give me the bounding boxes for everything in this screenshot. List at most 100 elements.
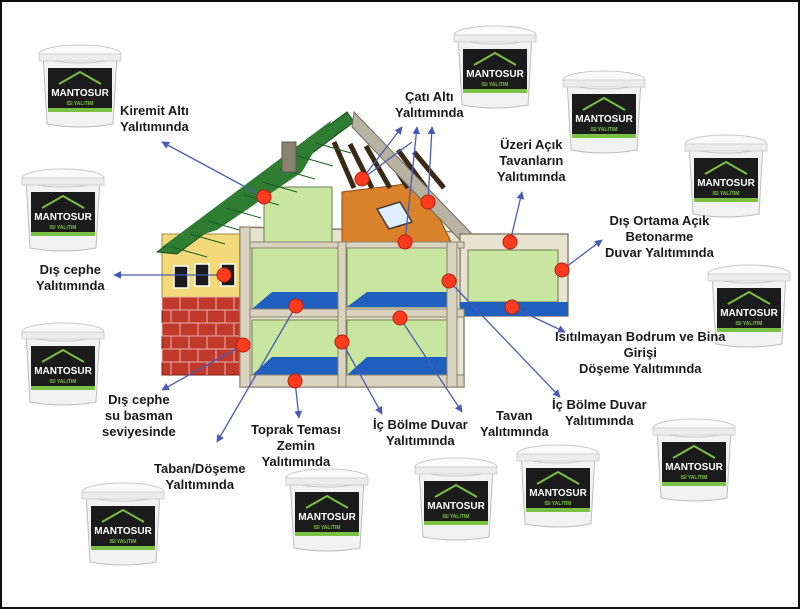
label-line: Çatı Altı <box>405 89 454 104</box>
pointer-arrow <box>361 126 403 180</box>
bucket-roof-mark <box>727 290 771 305</box>
bucket-tagline: ISI YALITIM <box>50 225 77 231</box>
bucket-tagline: ISI YALITIM <box>681 475 708 481</box>
label-line: Tavanların <box>499 153 564 168</box>
bucket-stripe <box>31 386 95 390</box>
tile-line <box>225 207 262 219</box>
bucket-stripe <box>295 532 359 536</box>
label-line: Girişi <box>623 345 657 360</box>
location-markers <box>216 171 570 389</box>
window <box>173 265 189 289</box>
tile-line <box>207 220 244 232</box>
location-marker <box>235 337 251 353</box>
location-marker <box>256 189 272 205</box>
bucket-rim <box>562 79 646 88</box>
location-marker <box>216 267 232 283</box>
bucket-tagline: ISI YALITIM <box>50 379 77 385</box>
product-bucket: MANTOSUR ISI YALITIM <box>562 70 646 154</box>
attic-wall <box>263 186 333 243</box>
location-marker <box>502 234 518 250</box>
label-line: Yalıtımında <box>395 105 464 120</box>
bucket-rim <box>516 453 600 462</box>
bucket-label <box>31 192 95 236</box>
pointer-arrow <box>427 126 436 203</box>
bucket-tagline: ISI YALITIM <box>713 191 740 197</box>
bucket-label <box>662 442 726 486</box>
bucket-stripe <box>91 546 155 550</box>
bucket-tagline: ISI YALITIM <box>482 82 509 88</box>
location-marker <box>354 171 370 187</box>
label-line: Dış Ortama Açık <box>609 213 710 228</box>
tile-line <box>189 233 226 245</box>
bucket-rim <box>453 34 537 43</box>
bucket-label <box>694 158 758 202</box>
bucket-roof-mark <box>41 348 85 363</box>
bucket-label <box>295 492 359 536</box>
bucket-label <box>572 94 636 138</box>
floor-beam <box>239 241 465 249</box>
pointer-arrow <box>341 341 383 415</box>
bucket-stripe <box>662 482 726 486</box>
pointer-arrow <box>161 141 265 198</box>
bucket-stripe <box>424 521 488 525</box>
bucket-roof-mark <box>305 494 349 509</box>
bucket-stripe <box>694 198 758 202</box>
bucket-brand: MANTOSUR <box>34 212 92 223</box>
bucket-brand: MANTOSUR <box>720 308 778 319</box>
bucket-rim <box>285 477 369 486</box>
tile-line <box>171 246 208 258</box>
bucket-brand: MANTOSUR <box>34 366 92 377</box>
bucket-roof-mark <box>536 470 580 485</box>
column <box>446 241 458 388</box>
label-line: Yalıtımında <box>386 433 455 448</box>
bucket-tagline: ISI YALITIM <box>591 127 618 133</box>
label-line: Tavan <box>496 408 533 423</box>
location-marker <box>288 298 304 314</box>
label-line: İç Bölme Duvar <box>552 397 647 412</box>
bucket-tagline: ISI YALITIM <box>443 514 470 520</box>
bucket-brand: MANTOSUR <box>575 114 633 125</box>
chimney <box>281 141 297 173</box>
bucket-tagline: ISI YALITIM <box>67 101 94 107</box>
bucket-rim <box>684 143 768 152</box>
tile-line <box>297 155 334 167</box>
rafter <box>412 150 446 190</box>
label-line: Yalıtımında <box>261 454 331 469</box>
location-marker <box>441 273 457 289</box>
pointer-arrow <box>404 126 421 243</box>
label-line: Zemin <box>276 438 316 453</box>
bucket-label <box>91 506 155 550</box>
product-bucket: MANTOSUR ISI YALITIM <box>21 168 105 252</box>
bucket-label <box>717 288 781 332</box>
bucket-label <box>424 481 488 525</box>
bucket-rim <box>21 177 105 186</box>
bucket-rim <box>38 53 122 62</box>
bucket-roof-mark <box>58 70 102 85</box>
floor-beam <box>239 308 465 318</box>
label-line: Dış cephe <box>39 262 102 277</box>
location-marker <box>287 373 303 389</box>
pointer-arrow <box>511 306 566 333</box>
label-line: Kiremit Altı <box>120 103 189 118</box>
product-bucket: MANTOSUR ISI YALITIM <box>684 134 768 218</box>
pointer-arrow <box>448 280 561 398</box>
label-line: Yalıtımında <box>565 413 634 428</box>
bucket-rim <box>81 491 165 500</box>
bucket-label <box>31 346 95 390</box>
pointer-arrow <box>399 317 463 413</box>
location-marker <box>420 194 436 210</box>
bucket-brand: MANTOSUR <box>697 178 755 189</box>
